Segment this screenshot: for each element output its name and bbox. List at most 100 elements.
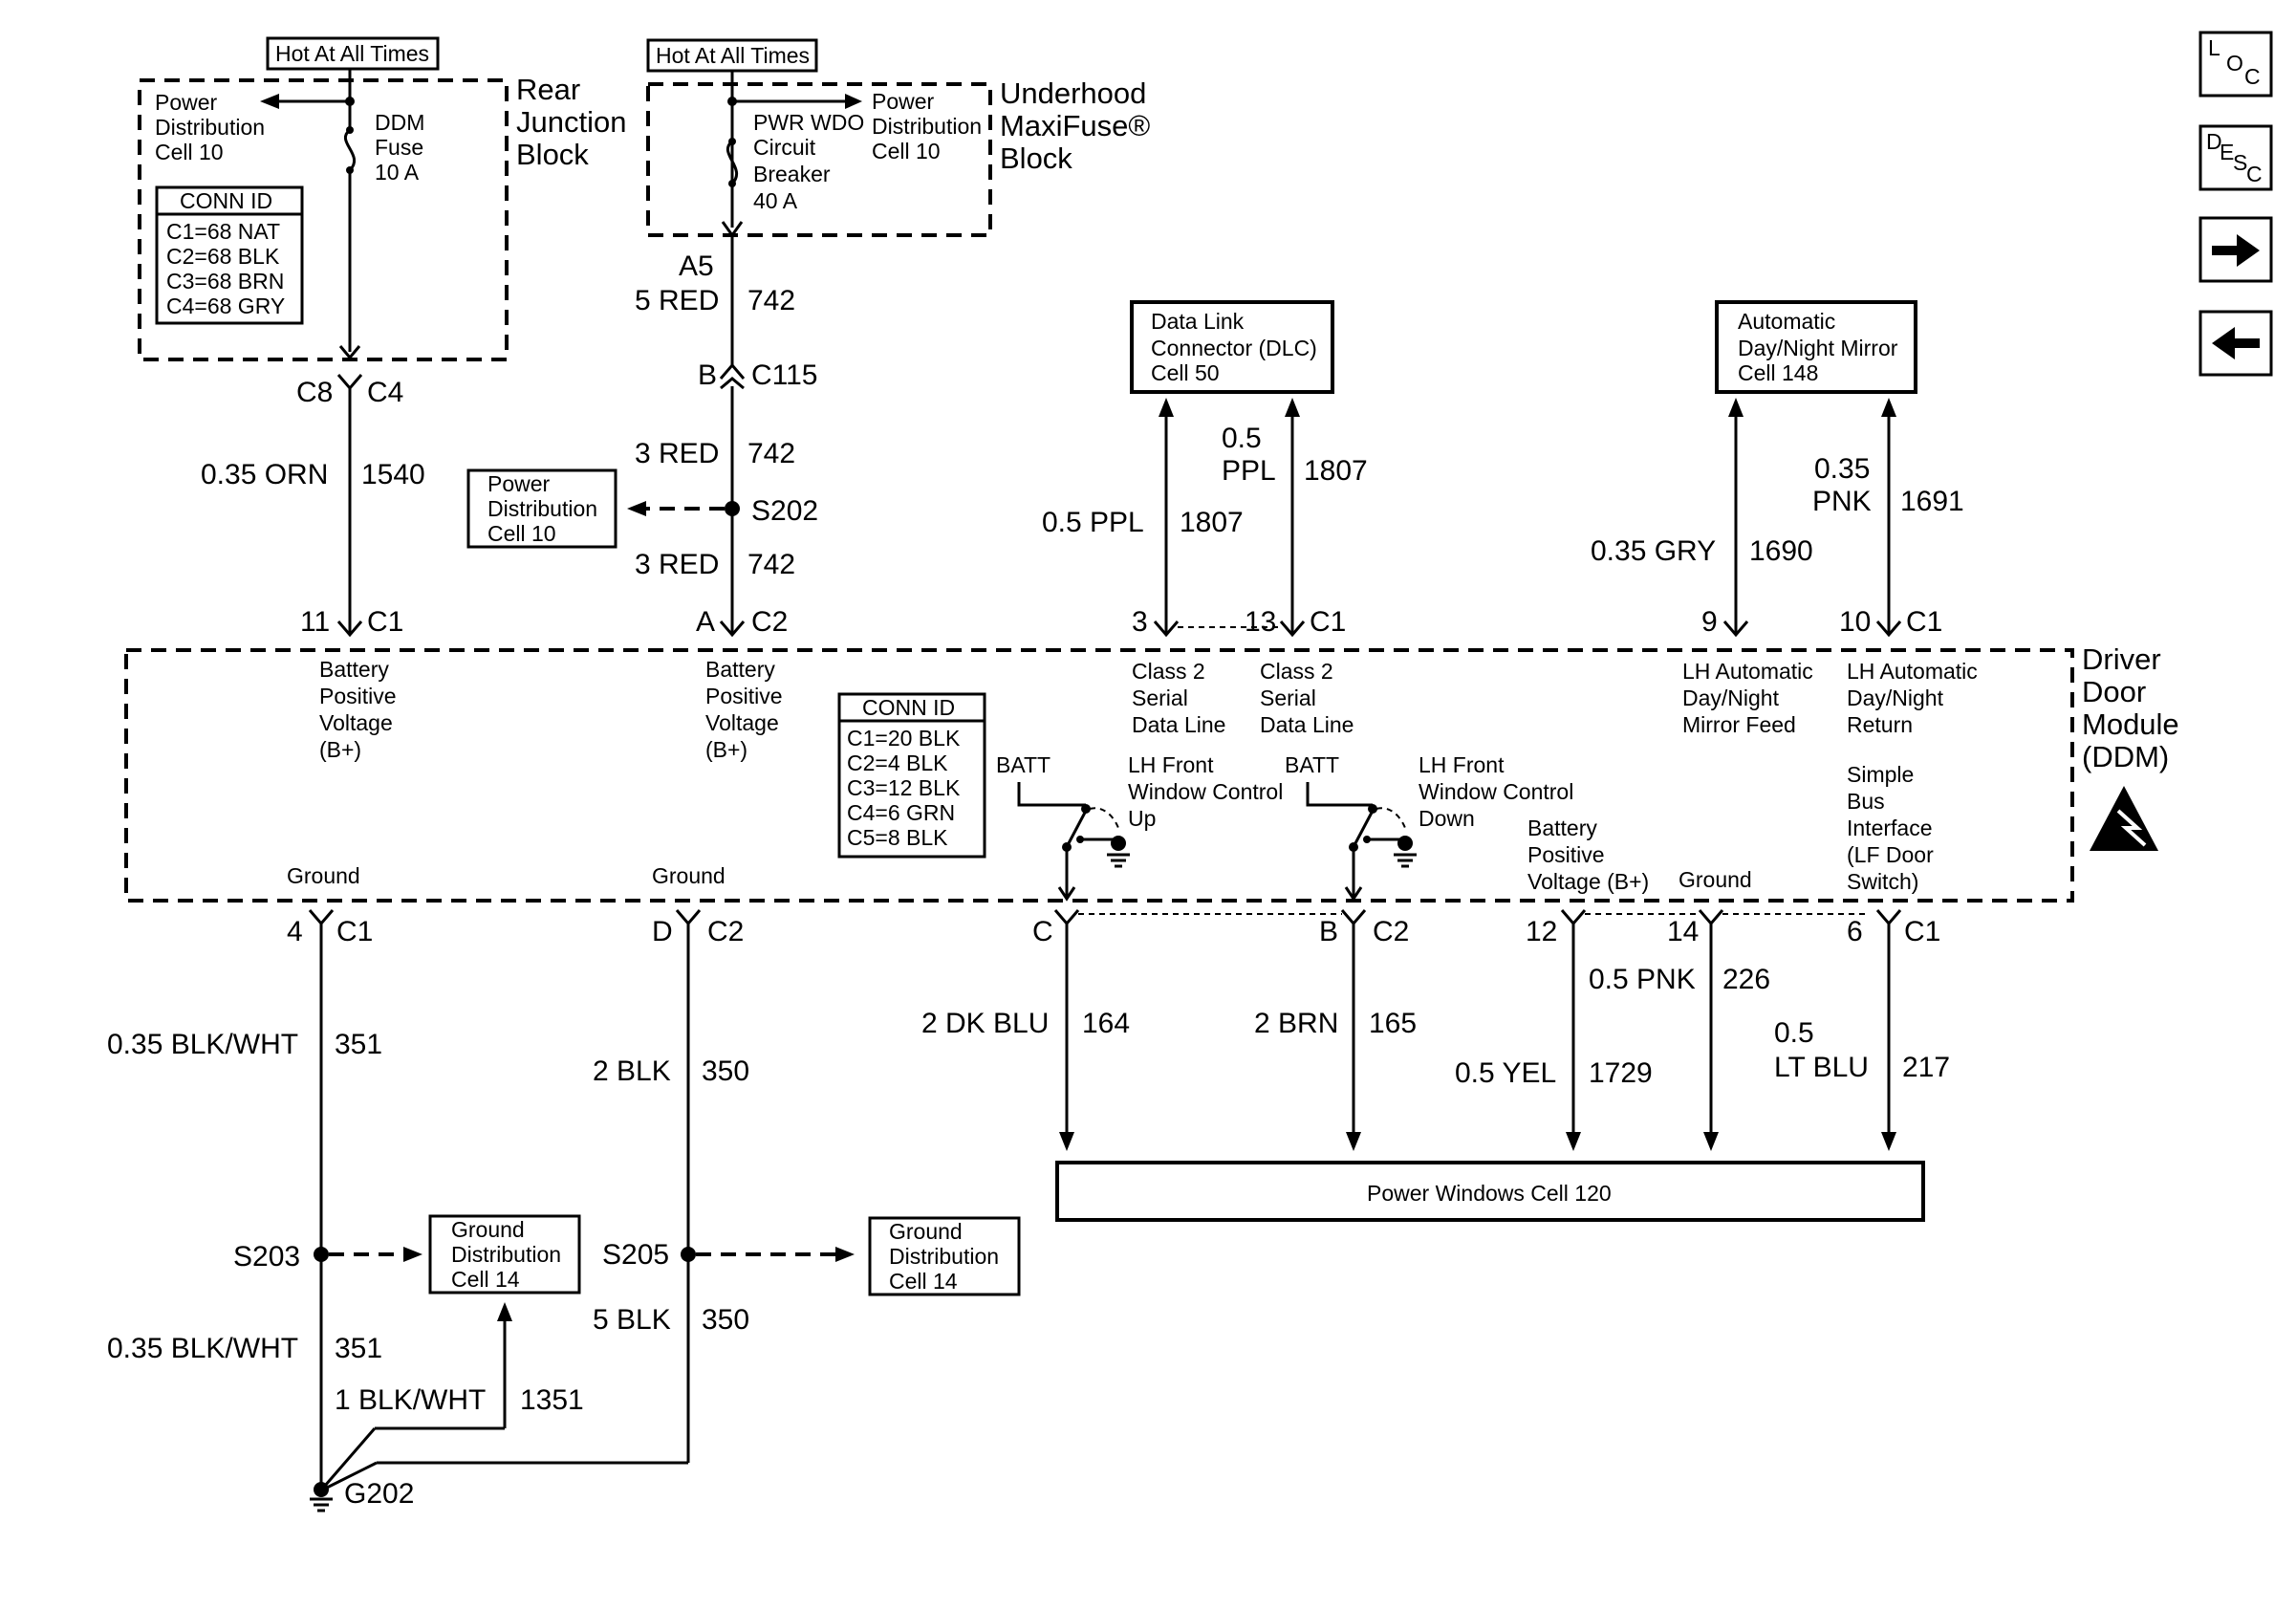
s202-splice xyxy=(725,501,740,516)
ddm-conn-row: C5=8 BLK xyxy=(847,825,948,850)
sbi-5: Switch) xyxy=(1847,869,1918,894)
class2b-2: Serial xyxy=(1260,685,1316,710)
bplus2-3: Voltage xyxy=(705,710,779,735)
rj-conn-id-box xyxy=(155,185,304,325)
uh-title-1: Underhood xyxy=(1000,76,1146,110)
w4-circuit: 165 xyxy=(1369,1008,1417,1039)
w3-circuit: 164 xyxy=(1082,1008,1130,1039)
w1-circuit: 351 xyxy=(335,1029,382,1060)
uh-breaker-4: 40 A xyxy=(753,188,798,213)
s203-label: S203 xyxy=(233,1241,300,1273)
rear-junction-block xyxy=(138,78,509,361)
ddm-conn-row: C2=4 BLK xyxy=(847,751,948,775)
swdown-1: LH Front xyxy=(1419,752,1505,777)
dlc-w1-circuit: 1807 xyxy=(1180,507,1244,538)
desc-button[interactable]: D E S C xyxy=(2199,124,2273,191)
s205-label: S205 xyxy=(602,1239,669,1271)
swdown-3: Down xyxy=(1419,806,1475,831)
rj-ddm-conn: C1 xyxy=(367,606,403,638)
gd2-1: Ground xyxy=(889,1219,963,1244)
dlc-pin-3: 3 xyxy=(1132,606,1148,638)
loc-button[interactable]: L O C xyxy=(2199,31,2273,98)
dlc-2: Connector (DLC) xyxy=(1151,336,1317,360)
rj-conn-c8: C8 xyxy=(296,377,333,408)
bplus2-4: (B+) xyxy=(705,737,747,762)
desc-c: C xyxy=(2246,162,2263,186)
p2-pin: D xyxy=(652,916,673,947)
sbi-1: Simple xyxy=(1847,762,1914,787)
dlc-box xyxy=(1130,300,1334,394)
swup-2: Window Control xyxy=(1128,779,1283,804)
swup-3: Up xyxy=(1128,806,1156,831)
next-arrow-button[interactable] xyxy=(2199,216,2273,283)
gd2-3: Cell 14 xyxy=(889,1269,958,1294)
loc-l: L xyxy=(2208,35,2220,60)
bplus2-2: Positive xyxy=(705,684,783,708)
dlc-pin-13: 13 xyxy=(1245,606,1276,638)
ground3-label: Ground xyxy=(1679,867,1752,892)
mirror-w1-color: 0.35 GRY xyxy=(1591,535,1716,567)
uh-w2-circuit: 742 xyxy=(747,438,795,469)
uh-w3-color: 3 RED xyxy=(635,549,719,580)
loc-o: O xyxy=(2226,51,2243,76)
mirror-w1-circuit: 1690 xyxy=(1749,535,1813,567)
prev-arrow-button[interactable] xyxy=(2199,310,2273,377)
driver-door-module xyxy=(124,648,2074,903)
desc-e: E xyxy=(2220,140,2234,164)
ddm-title-2: Door xyxy=(2082,675,2146,708)
class2b-3: Data Line xyxy=(1260,712,1354,737)
mfeed-2: Day/Night xyxy=(1682,685,1780,710)
mirror-w2-color2: PNK xyxy=(1812,486,1872,517)
mirror-pin-9: 9 xyxy=(1701,606,1718,638)
gd2-2: Distribution xyxy=(889,1244,999,1269)
bplus3-2: Positive xyxy=(1527,842,1605,867)
dlc-1: Data Link xyxy=(1151,309,1245,334)
p1-pin: 4 xyxy=(287,916,303,947)
w2-color: 2 BLK xyxy=(593,1055,671,1087)
rj-hot-box xyxy=(266,36,440,71)
rj-pd-3: Cell 10 xyxy=(155,140,224,164)
s202-pd-3: Cell 10 xyxy=(487,521,556,546)
s205-splice xyxy=(681,1247,696,1262)
p4-conn: C2 xyxy=(1373,916,1409,947)
sbi-2: Bus xyxy=(1847,789,1885,814)
s202-pd-2: Distribution xyxy=(487,496,597,521)
bplus2-1: Battery xyxy=(705,657,775,682)
mirror-pin-10: 10 xyxy=(1839,606,1871,638)
w6-circuit: 226 xyxy=(1722,964,1770,995)
w1b-color: 0.35 BLK/WHT xyxy=(107,1333,298,1364)
w1c-color: 1 BLK/WHT xyxy=(335,1384,486,1416)
rj-wire-circuit: 1540 xyxy=(361,459,425,490)
p2-conn: C2 xyxy=(707,916,744,947)
uh-w1-circuit: 742 xyxy=(747,285,795,316)
ddm-title-1: Driver xyxy=(2082,642,2161,676)
uh-splice: S202 xyxy=(751,495,818,527)
w2b-circuit: 350 xyxy=(702,1304,749,1336)
rj-conn-row: C3=68 BRN xyxy=(166,269,284,294)
rj-conn-c4: C4 xyxy=(367,377,403,408)
sbi-4: (LF Door xyxy=(1847,842,1934,867)
uh-hot-label: Hot At All Times xyxy=(656,43,810,68)
rj-conn-row: C2=68 BLK xyxy=(166,244,280,269)
s202-pd-1: Power xyxy=(487,471,551,496)
mreturn-1: LH Automatic xyxy=(1847,659,1978,684)
w1c-circuit: 1351 xyxy=(520,1384,584,1416)
gd1-2: Distribution xyxy=(451,1242,561,1267)
rj-conn-row: C1=68 NAT xyxy=(166,219,280,244)
rj-wire-color: 0.35 ORN xyxy=(201,459,328,490)
mirror-w2-circuit: 1691 xyxy=(1900,486,1964,517)
batt2-label: BATT xyxy=(1285,752,1339,777)
ddm-title-4: (DDM) xyxy=(2082,740,2169,773)
rj-ddm-pin: 11 xyxy=(300,606,330,638)
w4-color: 2 BRN xyxy=(1254,1008,1338,1039)
p7-pin: 6 xyxy=(1847,916,1863,947)
mreturn-3: Return xyxy=(1847,712,1913,737)
mreturn-2: Day/Night xyxy=(1847,685,1944,710)
ground-symbol-icon xyxy=(310,1497,333,1512)
w2-circuit: 350 xyxy=(702,1055,749,1087)
p5-pin: 12 xyxy=(1526,916,1557,947)
ddm-conn-row: C4=6 GRN xyxy=(847,800,955,825)
swdown-2: Window Control xyxy=(1419,779,1573,804)
uh-w3-circuit: 742 xyxy=(747,549,795,580)
